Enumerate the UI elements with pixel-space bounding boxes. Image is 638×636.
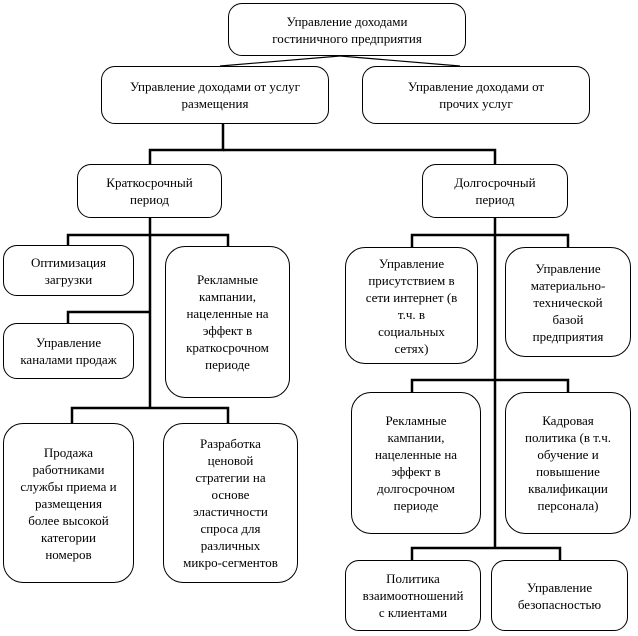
node-long-term: Долгосрочный период <box>422 164 568 218</box>
connector-short-left2 <box>66 310 150 323</box>
connector-accommodation-long <box>223 148 497 164</box>
connector-short-left1 <box>66 233 150 245</box>
node-online-presence: Управление присутствием в сети интернет … <box>345 247 478 364</box>
node-load-optimization: Оптимизация загрузки <box>3 245 134 296</box>
node-material-base: Управление материально- технической базо… <box>505 247 631 357</box>
node-short-term: Краткосрочный период <box>77 164 222 218</box>
connector-short-bottom <box>70 406 230 423</box>
connector-root-accommodation <box>219 55 341 67</box>
node-customer-relations: Политика взаимоотношений с клиентами <box>345 560 481 631</box>
connector-long-mid <box>410 378 570 392</box>
node-accommodation: Управление доходами от услуг размещения <box>101 66 329 124</box>
node-root: Управление доходами гостиничного предпри… <box>228 3 466 56</box>
node-other-services: Управление доходами от прочих услуг <box>362 66 590 124</box>
node-short-term-ads: Рекламные кампании, нацеленные на эффект… <box>165 246 290 398</box>
connector-long-bottom <box>410 546 562 560</box>
node-long-term-ads: Рекламные кампании, нацеленные на эффект… <box>351 392 481 534</box>
connector-long-left1 <box>410 233 495 247</box>
connector-root-other <box>339 55 461 67</box>
node-hr-policy: Кадровая политика (в т.ч. обучение и пов… <box>505 392 631 534</box>
node-pricing-strategy: Разработка ценовой стратегии на основе э… <box>163 423 298 583</box>
connector-accommodation-periods <box>148 124 225 164</box>
node-security: Управление безопасностью <box>491 560 628 631</box>
node-upselling: Продажа работниками службы приема и разм… <box>3 423 134 583</box>
connector-short-right1 <box>150 233 230 246</box>
node-sales-channels: Управление каналами продаж <box>3 323 134 379</box>
connector-long-right1 <box>495 233 570 247</box>
